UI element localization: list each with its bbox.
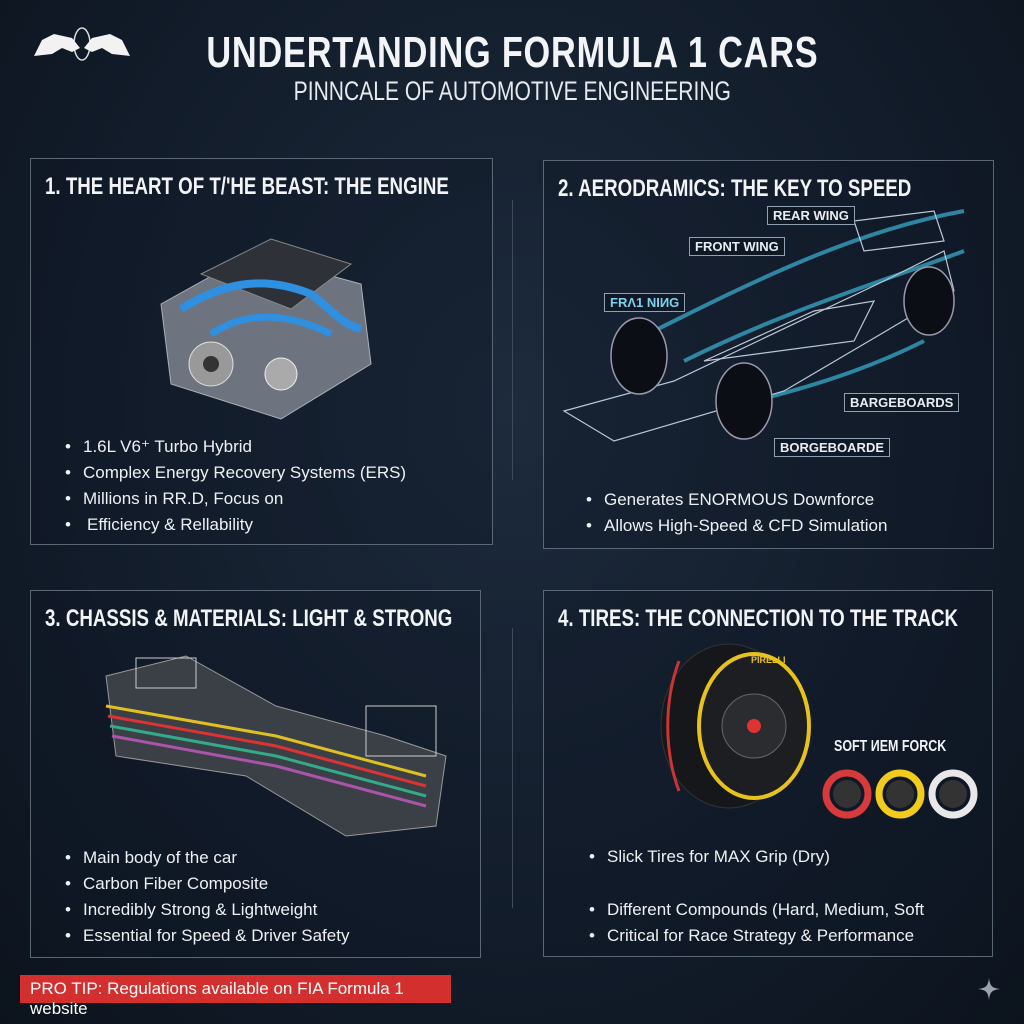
label-borgeboarde: BORGEBOARDE [774,438,891,457]
tire-brand: PIRELLI [751,655,786,665]
divider [512,628,513,908]
bullet: Different Compounds (Hard, Medium, Soft [589,897,924,923]
bullet: 1.6L V6⁺ Turbo Hybrid [65,434,406,460]
bullet-continuation: Efficiency & Rellability [65,512,406,538]
tire-bullets: Slick Tires for MAX Grip (Dry) Different… [589,844,924,949]
panel-title: 3. CHASSIS & MATERIALS: LIGHT & STRONG [45,605,453,632]
tire-illustration: PIRELLI [660,643,811,809]
car-wireframe-illustration [562,209,965,442]
compound-medium [875,769,925,819]
panel-chassis: 3. CHASSIS & MATERIALS: LIGHT & STRONG M… [30,590,481,958]
bullet: Carbon Fiber Composite [65,871,349,897]
bullet: Incredibly Strong & Lightweight [65,897,349,923]
bulls-logo-icon [34,27,130,61]
aero-bullets: Generates ENORMOUS Downforce Allows High… [586,487,887,539]
label-rear-wing: REAR WING [767,206,855,225]
label-bargeboards: BARGEBOARDS [844,393,960,412]
panel-title: 2. AERODRAMICS: THE KEY TO SPEED [558,175,912,202]
bullet: Essential for Speed & Driver Safety [65,923,349,949]
engine-bullets: 1.6L V6⁺ Turbo Hybrid Complex Energy Rec… [65,434,406,538]
chassis-bullets: Main body of the car Carbon Fiber Compos… [65,845,349,949]
panel-title: 1. THE HEART OF T/'HE BEAST: THE ENGINE [45,173,449,200]
label-front-wing: FRONT WING [689,237,785,256]
panel-engine: 1. THE HEART OF T/'HE BEAST: THE ENGINE … [30,158,493,545]
bullet: Allows High-Speed & CFD Simulation [586,513,887,539]
chassis-layers-illustration [105,655,447,837]
bullet: Millions in RR.D, Focus on [65,486,406,512]
divider [512,200,513,480]
compound-tires [822,769,978,819]
pro-tip-banner: PRO TIP: Regulations available on FIA Fo… [20,975,451,1018]
page-title: UNDERTANDING FORMULA 1 CARS [205,28,819,77]
panel-tires: 4. TIRES: THE CONNECTION TO THE TRACK PI… [543,590,993,957]
sparkle-icon [978,978,1000,1000]
bullet: Main body of the car [65,845,349,871]
compound-label: SOFT ИEM FORCK [834,738,947,755]
compound-soft [822,769,872,819]
bullet: Critical for Race Strategy & Performance [589,923,924,949]
compound-hard [928,769,978,819]
engine-illustration [160,238,372,420]
panel-aero: 2. AERODRAMICS: THE KEY TO SPEED REAR WI… [543,160,994,549]
page-subtitle: PINNCALE OF AUTOMOTIVE ENGINEERING [293,76,731,106]
bullet: Generates ENORMOUS Downforce [586,487,887,513]
panel-title: 4. TIRES: THE CONNECTION TO THE TRACK [558,605,959,632]
label-front-wing-garbled: FRɅ1 NIИG [604,293,686,312]
bullet: Complex Energy Recovery Systems (ERS) [65,460,406,486]
bullet: Slick Tires for MAX Grip (Dry) [589,844,924,870]
